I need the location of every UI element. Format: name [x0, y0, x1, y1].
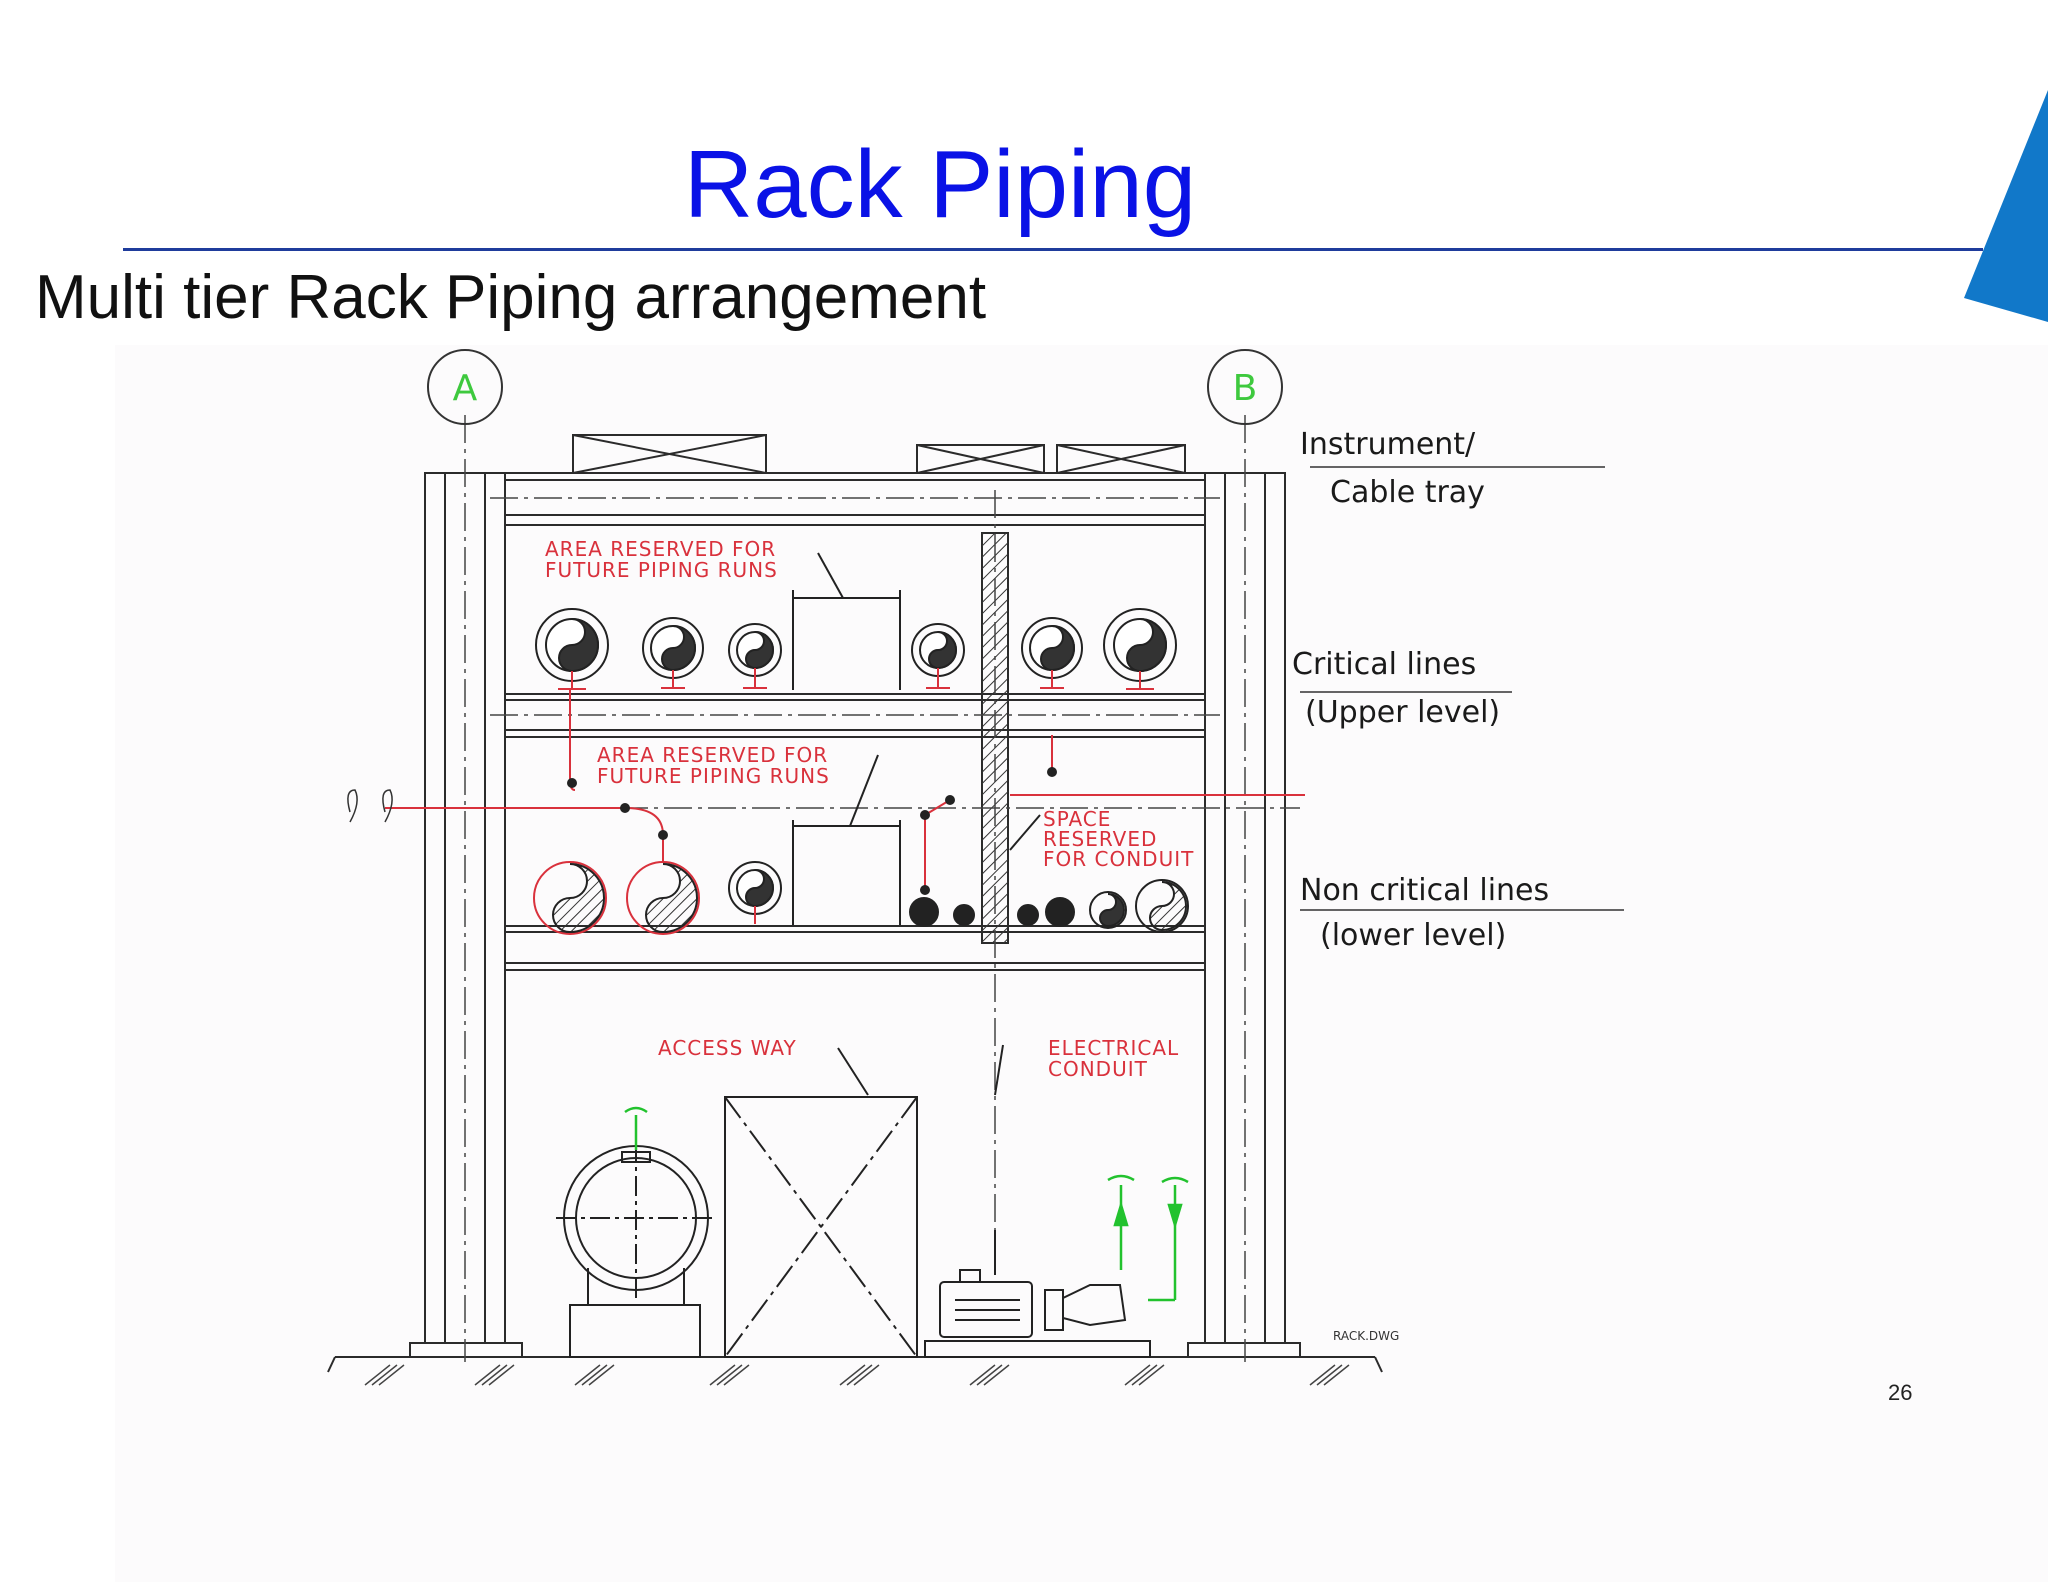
corner-accent-shape: [1964, 90, 2048, 322]
upper-tier-pipes: [535, 608, 1177, 690]
label-reserved-upper-line1: AREA RESERVED FOR: [545, 537, 776, 561]
grid-marker-b: B: [1207, 349, 1283, 425]
label-instrument: Instrument/: [1300, 427, 1476, 462]
label-lower-level: (lower level): [1320, 918, 1506, 953]
title-underline: [123, 248, 1983, 251]
vessel: [556, 1142, 716, 1358]
label-access-way: ACCESS WAY: [658, 1036, 797, 1060]
grid-marker-a: A: [427, 349, 503, 425]
label-cable-tray: Cable tray: [1330, 475, 1485, 510]
label-electrical-line1: ELECTRICAL: [1048, 1036, 1179, 1060]
label-conduit-space-line1: SPACE: [1043, 807, 1111, 831]
label-upper-level: (Upper level): [1305, 695, 1500, 730]
svg-text:B: B: [1233, 368, 1258, 409]
drawing-reference: RACK.DWG: [1333, 1329, 1399, 1343]
label-non-critical-lines: Non critical lines: [1300, 873, 1549, 908]
lower-tier-pipes: [533, 861, 1189, 935]
label-reserved-lower-line1: AREA RESERVED FOR: [597, 743, 828, 767]
slide-title: Rack Piping: [683, 131, 1197, 238]
label-critical-lines: Critical lines: [1292, 647, 1476, 682]
label-reserved-lower-line2: FUTURE PIPING RUNS: [597, 764, 830, 788]
label-conduit-space-line3: FOR CONDUIT: [1043, 847, 1194, 871]
label-conduit-space-line2: RESERVED: [1043, 827, 1157, 851]
access-way-box: [724, 1096, 918, 1358]
svg-text:A: A: [453, 368, 478, 409]
label-reserved-upper-line2: FUTURE PIPING RUNS: [545, 558, 778, 582]
pump: [924, 1230, 1151, 1358]
label-electrical-line2: CONDUIT: [1048, 1057, 1148, 1081]
slide-subtitle: Multi tier Rack Piping arrangement: [35, 263, 987, 332]
page-number: 26: [1888, 1380, 1913, 1405]
